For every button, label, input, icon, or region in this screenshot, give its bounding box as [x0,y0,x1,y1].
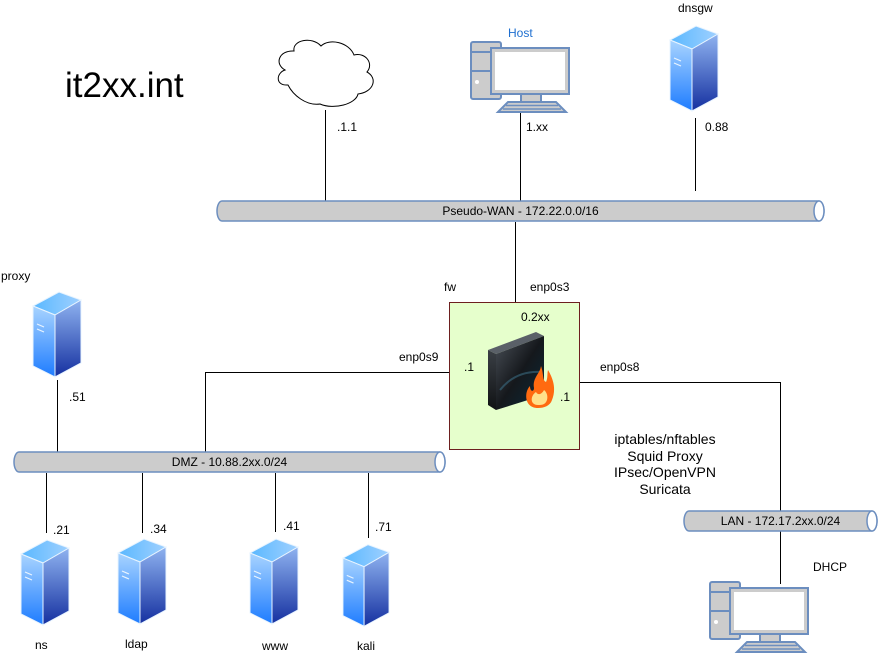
fw-lan-address: .1 [560,390,571,404]
lan-bus-label: LAN - 172.17.2xx.0/24 [720,514,841,528]
fw-wan-interface: enp0s3 [530,280,570,294]
host-name-label: Host [508,26,533,40]
dnsgw-address: 0.88 [705,120,729,134]
fw-service: Suricata [639,480,691,497]
fw-wan-address: 0.2xx [521,310,550,324]
www-server-icon[interactable] [249,538,299,625]
kali-name-label: kali [357,639,376,653]
firewall-icon[interactable] [486,330,566,415]
ns-address: .21 [53,523,70,537]
ldap-server-icon[interactable] [117,538,167,625]
www-name-label: www [262,639,288,653]
dnsgw-server-icon[interactable] [669,25,719,112]
cloud-icon [277,39,374,107]
fw-dmz-interface: enp0s9 [399,350,439,364]
www-address: .41 [283,519,300,533]
fw-dmz-address: .1 [464,360,475,374]
dnsgw-name-label: dnsgw [678,1,713,15]
dmz-bus [13,451,446,473]
host-address: 1.xx [526,120,549,134]
dmz-bus-label: DMZ - 10.88.2xx.0/24 [171,455,288,469]
fw-lan-interface: enp0s8 [600,360,640,374]
fw-service: Squid Proxy [627,447,703,464]
ldap-name-label: ldap [125,637,148,651]
fw-service: iptables/nftables [614,431,716,447]
link-fw-lan [560,382,781,511]
cloud-address: .1.1 [337,120,358,134]
kali-server-icon[interactable] [342,544,390,627]
lan-client-pc-icon[interactable] [709,581,809,653]
ldap-address: .34 [150,522,167,536]
ns-server-icon[interactable] [20,539,70,626]
lan-client-address: DHCP [813,560,848,574]
links [46,110,781,584]
wan-bus-label: Pseudo-WAN - 172.22.0.0/16 [442,204,599,218]
diagram-title: it2xx.int [65,66,184,105]
proxy-server-icon[interactable] [32,291,82,378]
wan-bus [216,200,825,222]
fw-name-label: fw [444,280,456,294]
link-fw-dmz [205,372,480,452]
fw-service: IPsec/OpenVPN [614,464,716,480]
host-pc-icon[interactable] [470,41,570,113]
kali-address: .71 [375,520,392,534]
proxy-address: .51 [69,390,86,404]
fw-services-list: iptables/nftables Squid Proxy IPsec/Open… [600,431,730,497]
ns-name-label: ns [35,638,48,652]
proxy-name-label: proxy [1,269,31,283]
lan-bus [683,510,878,532]
